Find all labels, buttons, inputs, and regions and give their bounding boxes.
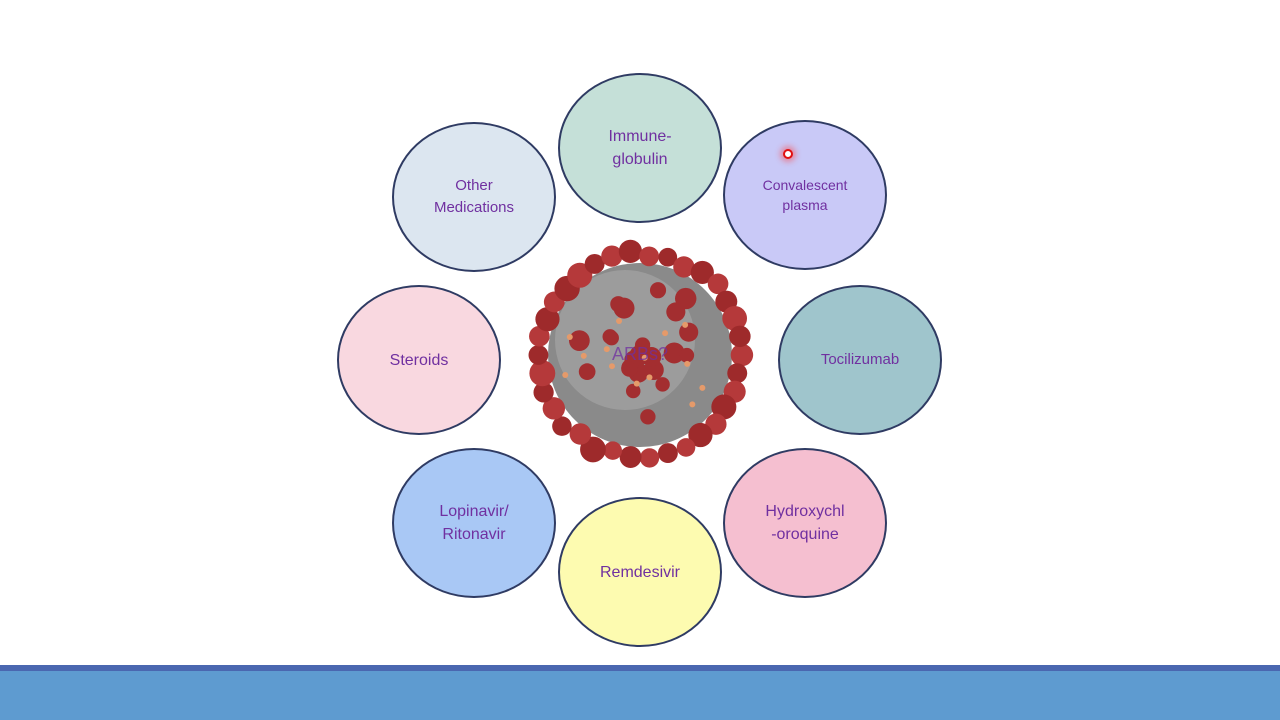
virus-shape	[562, 371, 569, 378]
virus-shape	[649, 282, 667, 299]
bubble-immunoglobulin: Immune- globulin	[558, 73, 722, 223]
virus-shape	[684, 360, 691, 367]
coronavirus-image	[528, 239, 754, 468]
bubble-tocilizumab: Tocilizumab	[778, 285, 942, 435]
virus-shape	[673, 256, 695, 278]
virus-shape	[707, 273, 729, 295]
virus-shape	[580, 436, 606, 463]
bubble-steroids: Steroids	[337, 285, 501, 435]
virus-shape	[602, 329, 618, 345]
virus-shape	[679, 322, 699, 342]
virus-shape	[542, 397, 566, 420]
virus-shape	[533, 382, 554, 403]
footer-bar	[0, 671, 1280, 720]
bubble-remdesivir: Remdesivir	[558, 497, 722, 647]
virus-shape	[529, 360, 556, 387]
virus-shape	[528, 345, 549, 365]
virus-shape	[699, 384, 706, 391]
virus-shape	[529, 325, 550, 347]
virus-shape	[601, 245, 623, 267]
virus-shape	[676, 438, 696, 457]
virus-shape	[584, 253, 605, 274]
virus-shape	[580, 352, 587, 359]
virus-shape	[603, 441, 622, 460]
virus-shape	[730, 343, 754, 367]
virus-shape	[613, 297, 635, 319]
virus-shape	[608, 363, 615, 370]
virus-shape	[658, 247, 678, 267]
virus-shape	[682, 321, 689, 328]
virus-shape	[679, 347, 695, 363]
virus-shape	[727, 363, 748, 384]
virus-shape	[569, 423, 592, 445]
virus-shape	[666, 302, 686, 322]
virus-shape	[603, 346, 610, 353]
virus-shape	[569, 330, 590, 351]
virus-shape	[711, 394, 737, 420]
virus-shape	[535, 307, 560, 332]
virus-shape	[566, 334, 573, 341]
virus-shape	[552, 416, 572, 436]
virus-shape	[616, 318, 623, 325]
virus-shape	[641, 354, 648, 361]
virus-shape	[618, 239, 643, 263]
virus-shape	[689, 401, 696, 408]
virus-shape	[646, 374, 653, 381]
virus-shape	[639, 448, 660, 468]
virus-shape	[625, 383, 641, 399]
footer-rule	[0, 665, 1280, 671]
virus-shape	[619, 446, 642, 468]
virus-shape	[663, 342, 685, 364]
laser-pointer	[783, 149, 793, 159]
bubble-other-medications: Other Medications	[392, 122, 556, 272]
virus-shape	[722, 305, 748, 331]
virus-shape	[690, 260, 714, 285]
virus-shape	[655, 377, 670, 392]
virus-shape	[688, 422, 713, 448]
virus-shape	[662, 330, 669, 337]
virus-shape	[578, 363, 596, 381]
virus-shape	[640, 409, 656, 425]
virus-shape	[567, 262, 593, 288]
virus-shape	[639, 246, 660, 267]
bubble-lopinavir-ritonavir: Lopinavir/ Ritonavir	[392, 448, 556, 598]
virus-shape	[729, 325, 751, 348]
virus-shape	[633, 380, 640, 387]
bubble-convalescent-plasma: Convalescent plasma	[723, 120, 887, 270]
center-label: ARBs?	[611, 344, 669, 364]
bubble-hydroxychloroquine: Hydroxychl -oroquine	[723, 448, 887, 598]
virus-shape	[657, 443, 678, 464]
